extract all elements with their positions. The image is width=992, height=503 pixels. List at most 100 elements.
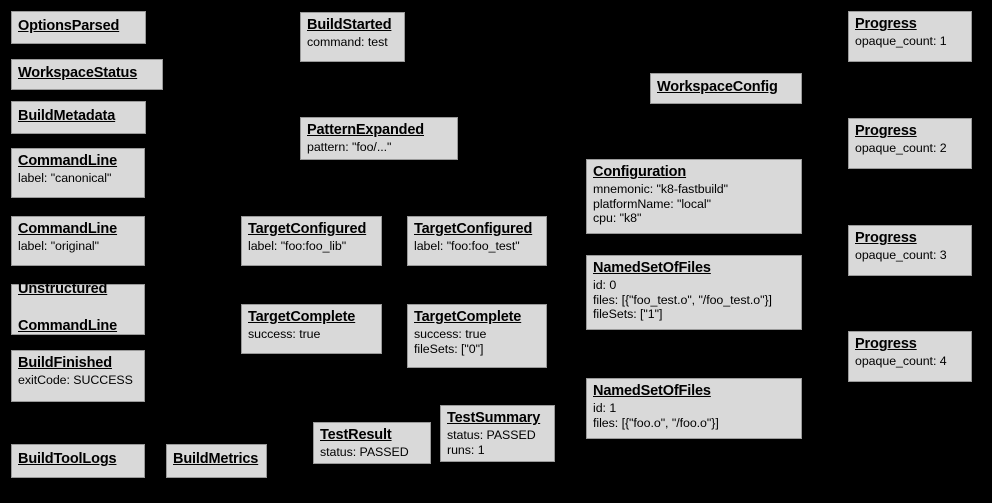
- node-title-line: NamedSetOfFiles: [593, 260, 711, 276]
- node-title-line: TargetConfigured: [414, 221, 533, 237]
- node-options-parsed[interactable]: OptionsParsed: [11, 11, 146, 44]
- node-title-workspace-status: WorkspaceStatus: [18, 65, 137, 83]
- node-field: id: 1: [593, 401, 617, 416]
- node-pattern-expanded[interactable]: PatternExpanded pattern: "foo/...": [300, 117, 458, 160]
- node-command-line-canonical[interactable]: CommandLine label: "canonical": [11, 148, 145, 198]
- node-title-target-configured-foo-lib: TargetConfigured: [248, 221, 375, 238]
- node-build-started[interactable]: BuildStarted command: test: [300, 12, 405, 62]
- node-progress-2[interactable]: Progress opaque_count: 2: [848, 118, 972, 169]
- node-title-configuration: Configuration: [593, 164, 795, 181]
- node-title-line: TargetComplete: [248, 309, 356, 325]
- node-field: opaque_count: 2: [855, 141, 947, 156]
- node-title-line: BuildToolLogs: [18, 451, 117, 468]
- node-progress-1[interactable]: Progress opaque_count: 1: [848, 11, 972, 62]
- node-target-configured-foo-test[interactable]: TargetConfigured label: "foo:foo_test": [407, 216, 547, 266]
- node-title-build-started: BuildStarted: [307, 17, 398, 34]
- node-title-line: TargetComplete: [414, 309, 522, 325]
- node-title-line: TestResult: [320, 427, 392, 443]
- node-title-pattern-expanded: PatternExpanded: [307, 122, 451, 139]
- node-title-build-metrics: BuildMetrics: [173, 451, 258, 469]
- node-title-line: OptionsParsed: [18, 17, 120, 34]
- node-title-line: PatternExpanded: [307, 122, 424, 138]
- node-workspace-config[interactable]: WorkspaceConfig: [650, 73, 802, 104]
- node-title-line: TestSummary: [447, 410, 541, 426]
- node-title-build-tool-logs: BuildToolLogs: [18, 451, 117, 469]
- node-title-build-metadata: BuildMetadata: [18, 108, 115, 126]
- node-field: success: true: [248, 327, 321, 342]
- node-field: files: [{"foo_test.o", "/foo_test.o"}]: [593, 292, 772, 307]
- node-build-finished[interactable]: BuildFinished exitCode: SUCCESS: [11, 350, 145, 402]
- node-title-build-finished: BuildFinished: [18, 355, 138, 372]
- node-field: command: test: [307, 35, 388, 50]
- node-title-line: Progress: [855, 230, 917, 246]
- node-title-test-summary: TestSummary: [447, 410, 548, 427]
- node-title-line: Progress: [855, 336, 917, 352]
- node-command-line-original[interactable]: CommandLine label: "original": [11, 216, 145, 266]
- node-field: label: "canonical": [18, 171, 112, 186]
- node-field: platformName: "local": [593, 196, 711, 211]
- node-field: status: PASSED: [447, 428, 536, 443]
- node-build-tool-logs[interactable]: BuildToolLogs: [11, 444, 145, 478]
- node-title-progress-1: Progress: [855, 16, 965, 33]
- node-title-line: Configuration: [593, 164, 687, 180]
- node-title-progress-4: Progress: [855, 336, 965, 353]
- node-title-line: CommandLine: [18, 153, 118, 169]
- node-field: mnemonic: "k8-fastbuild": [593, 182, 729, 197]
- node-title-line: BuildStarted: [307, 17, 392, 33]
- node-title-command-line-original: CommandLine: [18, 221, 138, 238]
- node-build-metadata[interactable]: BuildMetadata: [11, 101, 146, 134]
- node-title-workspace-config: WorkspaceConfig: [657, 79, 778, 97]
- node-title-target-complete-foo-test: TargetComplete: [414, 309, 540, 326]
- node-field: label: "foo:foo_test": [414, 239, 520, 254]
- node-field: opaque_count: 3: [855, 248, 947, 263]
- node-field: exitCode: SUCCESS: [18, 373, 133, 388]
- node-title-line: CommandLine: [18, 221, 118, 237]
- node-field: label: "original": [18, 239, 99, 254]
- node-progress-3[interactable]: Progress opaque_count: 3: [848, 225, 972, 276]
- node-field: fileSets: ["0"]: [414, 341, 484, 356]
- node-field: fileSets: ["1"]: [593, 307, 663, 322]
- node-title-line: WorkspaceConfig: [657, 78, 778, 95]
- node-field: status: PASSED: [320, 445, 409, 460]
- node-title-line: Progress: [855, 123, 917, 139]
- node-field: pattern: "foo/...": [307, 140, 392, 155]
- node-target-complete-foo-lib[interactable]: TargetComplete success: true: [241, 304, 382, 354]
- node-title-target-configured-foo-test: TargetConfigured: [414, 221, 540, 238]
- node-target-configured-foo-lib[interactable]: TargetConfigured label: "foo:foo_lib": [241, 216, 382, 266]
- node-title-named-set-of-files-0: NamedSetOfFiles: [593, 260, 795, 277]
- node-field: label: "foo:foo_lib": [248, 239, 347, 254]
- node-title-line: BuildMetadata: [18, 107, 116, 124]
- node-workspace-status[interactable]: WorkspaceStatus: [11, 59, 163, 90]
- node-title-named-set-of-files-1: NamedSetOfFiles: [593, 383, 795, 400]
- node-title-progress-3: Progress: [855, 230, 965, 247]
- node-field: success: true: [414, 327, 487, 342]
- node-title-line: NamedSetOfFiles: [593, 383, 711, 399]
- node-field: opaque_count: 1: [855, 34, 947, 49]
- node-title-line: Unstructured: [18, 281, 108, 298]
- node-field: cpu: "k8": [593, 211, 642, 226]
- node-test-result[interactable]: TestResult status: PASSED: [313, 422, 431, 464]
- node-configuration[interactable]: Configuration mnemonic: "k8-fastbuild"pla…: [586, 159, 802, 234]
- node-field: files: [{"foo.o", "/foo.o"}]: [593, 415, 719, 430]
- node-title-line: BuildMetrics: [173, 451, 259, 468]
- node-title-line: WorkspaceStatus: [18, 64, 138, 81]
- node-title-line: Progress: [855, 16, 917, 32]
- node-field: id: 0: [593, 278, 617, 293]
- node-title-line: TargetConfigured: [248, 221, 367, 237]
- node-title-options-parsed: OptionsParsed: [18, 18, 119, 36]
- node-title-line: CommandLine: [18, 318, 118, 335]
- node-title-line: BuildFinished: [18, 355, 112, 371]
- node-build-metrics[interactable]: BuildMetrics: [166, 444, 267, 478]
- node-title-progress-2: Progress: [855, 123, 965, 140]
- node-title-test-result: TestResult: [320, 427, 424, 444]
- node-title-target-complete-foo-lib: TargetComplete: [248, 309, 375, 326]
- node-field: runs: 1: [447, 442, 485, 457]
